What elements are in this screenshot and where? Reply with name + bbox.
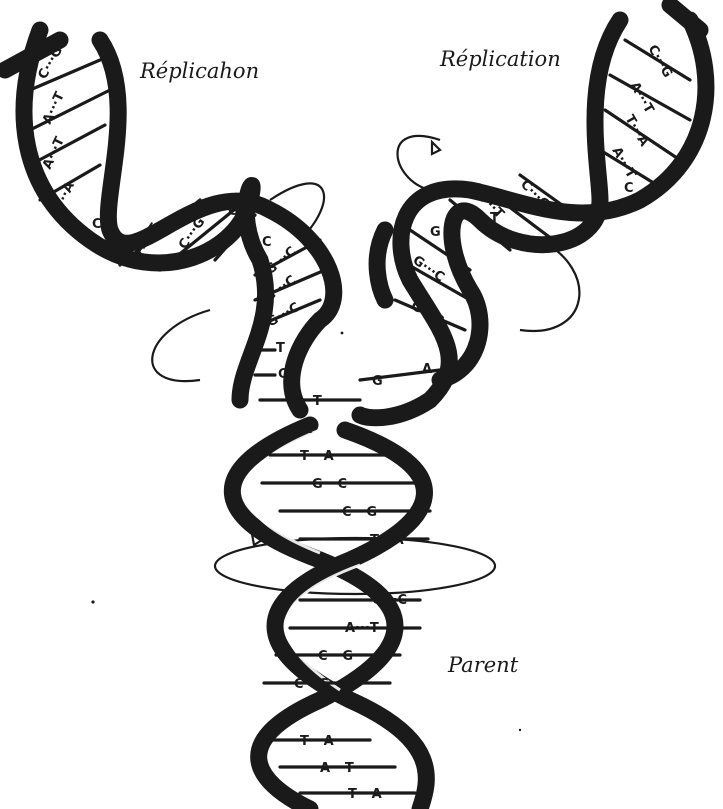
fork-base-g: G bbox=[372, 374, 383, 389]
parent-pair-6: A···T bbox=[345, 621, 379, 636]
parent-pair-10: A···T bbox=[320, 761, 354, 776]
label-replication-left: Réplicahon bbox=[139, 59, 259, 83]
left-pair-2: A···T bbox=[40, 90, 68, 127]
right-single-t: T bbox=[490, 211, 499, 226]
right-single-c: C bbox=[624, 181, 634, 196]
parent-strand-2 bbox=[275, 430, 426, 809]
right-strand-tip bbox=[670, 5, 700, 30]
left-single-c3: C bbox=[278, 367, 288, 382]
parent-pair-4: T···A bbox=[370, 533, 404, 548]
parent-pair-11: T···A bbox=[348, 787, 382, 802]
parent-pair-8: C···G bbox=[294, 677, 329, 692]
left-single-g: G bbox=[228, 204, 239, 219]
right-rotation-arrow bbox=[520, 240, 579, 331]
fork-base-t: T bbox=[306, 422, 315, 437]
right-strand-outer bbox=[360, 20, 706, 418]
parent-pair-9: T···A bbox=[300, 734, 334, 749]
label-replication-right: Réplication bbox=[439, 47, 561, 71]
speck bbox=[341, 332, 344, 335]
parent-pair-7: C···G bbox=[318, 649, 353, 664]
label-parent: Parent bbox=[447, 653, 519, 677]
right-pair-3: T···A bbox=[622, 113, 652, 150]
right-single-g: G bbox=[430, 225, 441, 240]
left-single-c: C bbox=[92, 217, 102, 232]
parent-pair-2: G···C bbox=[312, 477, 347, 492]
parent-pair-5: G···C bbox=[372, 593, 407, 608]
parent-pair-1: T···A bbox=[300, 449, 334, 464]
left-single-c2: C bbox=[262, 235, 272, 250]
speck bbox=[91, 600, 94, 603]
right-pair-1: C···G bbox=[645, 43, 676, 81]
left-rotation-arrow bbox=[152, 310, 210, 381]
speck bbox=[519, 729, 521, 731]
right-pair-4: A···T bbox=[609, 145, 639, 182]
parent-pair-3: C···G bbox=[342, 505, 377, 520]
left-pair-3: A···T bbox=[40, 135, 68, 172]
fork-pair-1: A···T bbox=[288, 394, 322, 409]
right-strand-lower-edge bbox=[377, 230, 385, 300]
fork-base-a: A bbox=[422, 362, 432, 377]
left-single-t: T bbox=[276, 341, 285, 356]
right-rotation-arrowhead bbox=[432, 142, 440, 154]
